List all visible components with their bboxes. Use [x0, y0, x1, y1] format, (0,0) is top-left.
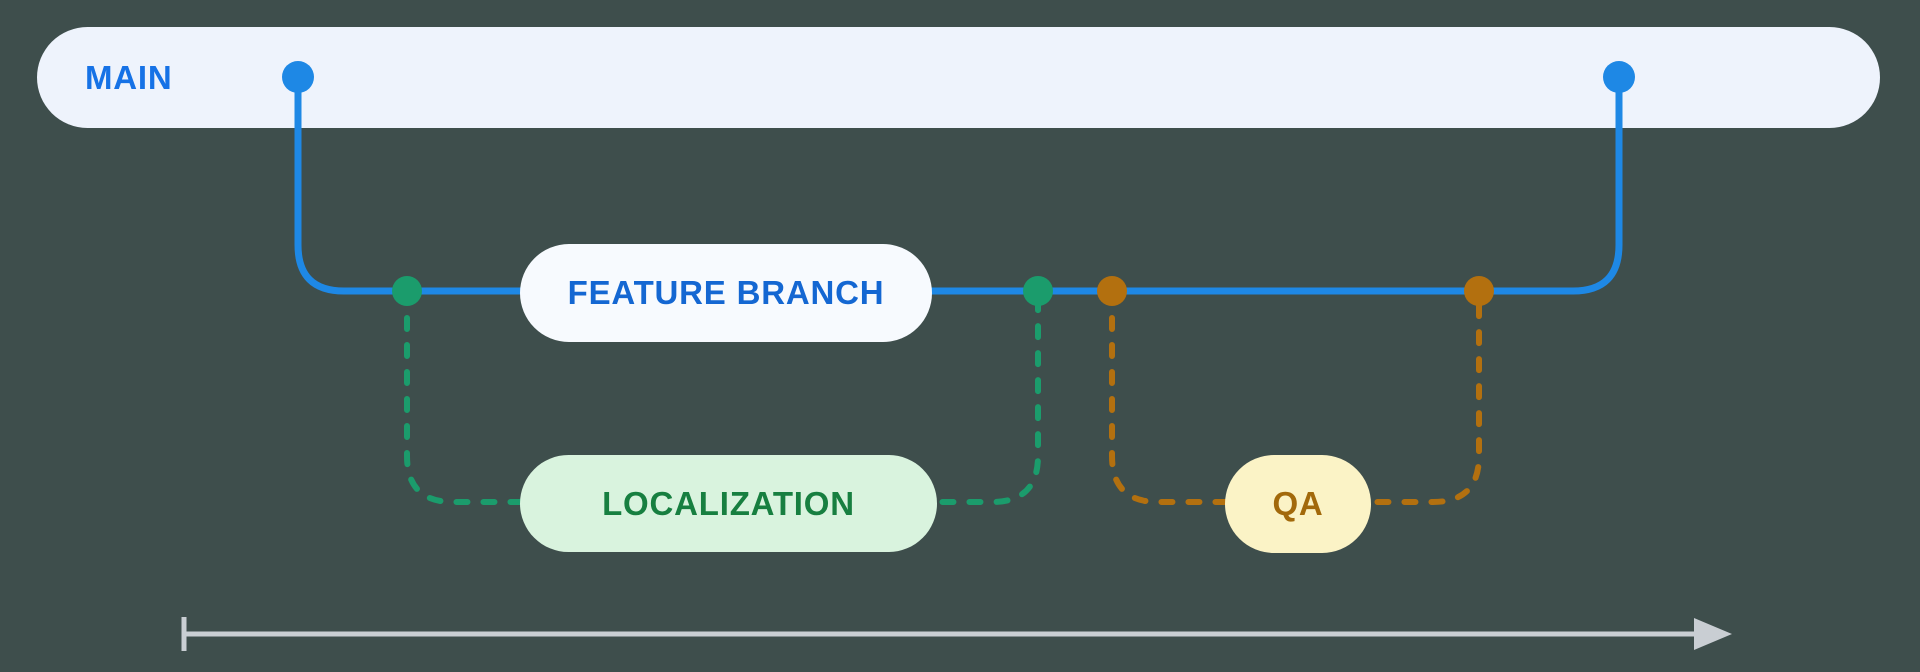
- localization-merge-point-dot: [1023, 276, 1053, 306]
- timeline-arrowhead-icon: [1694, 618, 1732, 650]
- feature-branch-line: [294, 73, 1623, 295]
- localization-branch-label: LOCALIZATION: [602, 484, 855, 522]
- qa-branch-pill: QA: [1225, 455, 1371, 553]
- feature-branch-label: FEATURE BRANCH: [567, 274, 885, 311]
- qa-branch-label: QA: [1272, 485, 1324, 522]
- main-branch-pill: MAIN: [37, 27, 1880, 128]
- main-branch-label: MAIN: [85, 58, 173, 96]
- qa-merge-point-dot: [1464, 276, 1494, 306]
- main-branch-point-dot: [282, 61, 314, 93]
- localization-branch-point-dot: [392, 276, 422, 306]
- main-merge-point-dot: [1603, 61, 1635, 93]
- qa-branch-point-dot: [1097, 276, 1127, 306]
- feature-branch-pill: FEATURE BRANCH: [520, 244, 932, 342]
- localization-branch-pill: LOCALIZATION: [520, 455, 937, 552]
